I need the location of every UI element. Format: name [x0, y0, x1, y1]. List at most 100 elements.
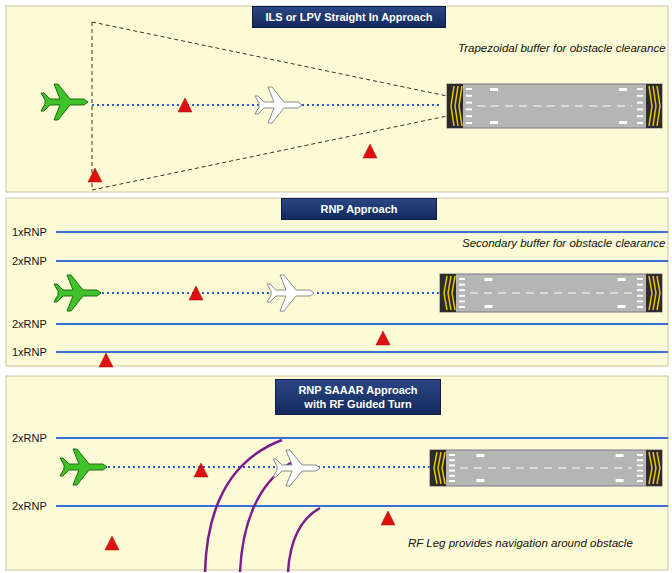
threshold-mark: [449, 454, 455, 456]
chevron: [451, 86, 454, 126]
centerline: [470, 293, 632, 294]
obstacle-triangle: [178, 98, 192, 112]
flight-path: [108, 466, 430, 468]
obstacle-triangle: [99, 353, 113, 367]
aircraft-icon: [255, 87, 302, 123]
header-tab: ILS or LPV Straight In Approach: [252, 6, 446, 28]
threshold-mark: [449, 470, 455, 472]
obstacle-triangle: [189, 286, 203, 300]
threshold-mark: [449, 459, 455, 461]
annotation-note: Trapezoidal buffer for obstacle clearanc…: [458, 42, 666, 55]
chevron: [442, 452, 445, 484]
threshold-mark: [449, 475, 455, 477]
tab-title: RNP SAAAR Approach with RF Guided Turn: [286, 383, 430, 411]
threshold-mark: [459, 295, 465, 297]
blast-pad: [430, 450, 446, 486]
touchdown-mark: [484, 278, 492, 281]
chevron: [459, 86, 462, 126]
obstacle-triangle: [376, 331, 390, 345]
runway-surface: [440, 274, 662, 312]
chevron: [657, 452, 660, 484]
chevron: [657, 86, 660, 126]
touchdown-mark: [619, 121, 627, 124]
touchdown-mark: [616, 454, 624, 457]
rnp-boundary-line: [56, 505, 668, 507]
blast-pad: [440, 274, 456, 312]
annotation-note: Secondary buffer for obstacle clearance: [462, 237, 665, 250]
rnp-boundary-line: [56, 231, 668, 233]
threshold-mark: [637, 278, 643, 280]
threshold-mark: [637, 95, 643, 97]
threshold-mark: [637, 475, 643, 477]
chevron: [649, 276, 652, 310]
threshold-mark: [466, 102, 472, 104]
obstacle-triangle: [363, 144, 377, 158]
rnp-boundary-line: [56, 323, 668, 325]
threshold-mark: [459, 300, 465, 302]
threshold-mark: [637, 470, 643, 472]
obstacle-triangle: [88, 168, 102, 182]
chevron: [455, 86, 458, 126]
threshold-mark: [637, 306, 643, 308]
rnp-width-label: 2xRNP: [12, 255, 47, 268]
touchdown-mark: [619, 88, 627, 91]
chevron: [444, 276, 447, 310]
threshold-mark: [466, 122, 472, 124]
threshold-mark: [637, 284, 643, 286]
threshold-mark: [637, 88, 643, 90]
header-tab: RNP SAAAR Approach with RF Guided Turn: [275, 379, 441, 415]
threshold-mark: [459, 278, 465, 280]
threshold-mark: [637, 454, 643, 456]
threshold-mark: [459, 289, 465, 291]
buffer-line: [92, 116, 447, 190]
threshold-mark: [466, 95, 472, 97]
obstacle-triangle: [105, 536, 119, 550]
aircraft-icon: [54, 275, 101, 311]
rnp-boundary-line: [56, 351, 668, 353]
threshold-mark: [637, 480, 643, 482]
rnp-width-label: 2xRNP: [12, 500, 47, 513]
obstacle-triangle: [381, 511, 395, 525]
rnp-width-label: 2xRNP: [12, 432, 47, 445]
chevron: [653, 276, 656, 310]
threshold-mark: [449, 480, 455, 482]
chevron: [653, 86, 656, 126]
rf-leg-curve: [205, 440, 282, 572]
threshold-mark: [637, 300, 643, 302]
threshold-mark: [637, 102, 643, 104]
chevron: [438, 452, 441, 484]
aircraft-icon: [273, 450, 320, 486]
panel-background: [6, 198, 668, 366]
chevron: [452, 276, 455, 310]
rnp-width-label: 1xRNP: [12, 346, 47, 359]
blast-pad: [646, 450, 662, 486]
touchdown-mark: [490, 88, 498, 91]
buffer-line: [92, 22, 447, 96]
chevron: [649, 452, 652, 484]
blast-pad: [646, 84, 662, 128]
blast-pad: [447, 84, 463, 128]
touchdown-mark: [476, 454, 484, 457]
aircraft-icon: [41, 84, 88, 120]
threshold-mark: [637, 295, 643, 297]
aircraft-icon: [60, 449, 107, 485]
panel-background: [6, 6, 668, 192]
threshold-mark: [459, 284, 465, 286]
threshold-mark: [637, 459, 643, 461]
tab-title: ILS or LPV Straight In Approach: [263, 10, 435, 24]
touchdown-mark: [484, 305, 492, 308]
runway: [440, 274, 662, 312]
touchdown-mark: [618, 278, 626, 281]
panel-background: [6, 376, 668, 570]
threshold-mark: [466, 108, 472, 110]
threshold-mark: [459, 306, 465, 308]
blast-pad: [646, 274, 662, 312]
chevron: [653, 452, 656, 484]
runway: [447, 84, 662, 128]
centerline: [477, 106, 632, 107]
rnp-boundary-line: [56, 260, 668, 262]
obstacle-triangle: [194, 463, 208, 477]
threshold-mark: [466, 115, 472, 117]
threshold-mark: [637, 464, 643, 466]
